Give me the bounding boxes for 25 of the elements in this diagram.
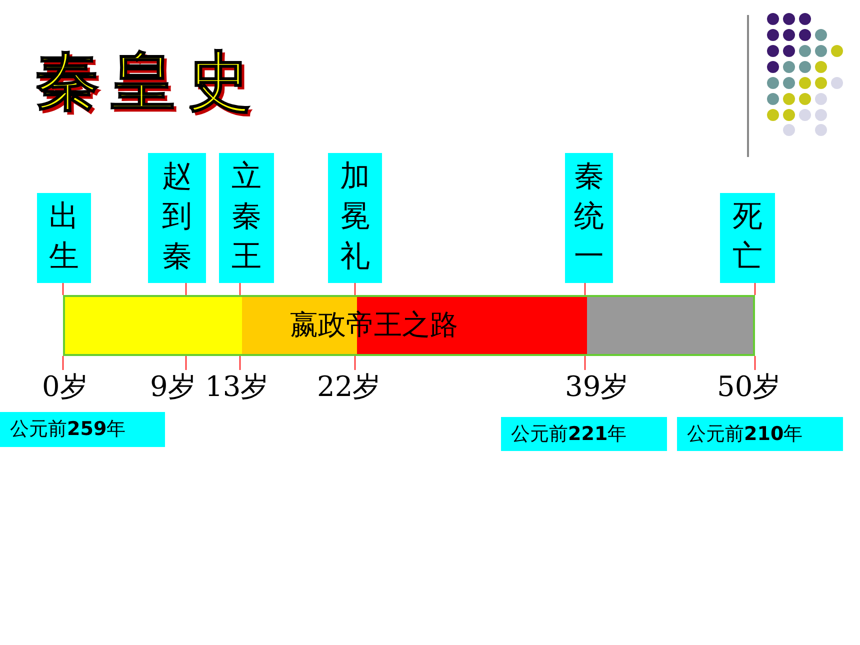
year-label: 公元前221年 bbox=[501, 417, 667, 451]
event-label: 出生 bbox=[37, 193, 91, 283]
title: 秦皇史 bbox=[35, 44, 264, 121]
event-label: 立秦王 bbox=[219, 153, 274, 283]
age-label: 39岁 bbox=[565, 370, 629, 404]
tick-line bbox=[754, 356, 756, 370]
event-label: 加冕礼 bbox=[328, 153, 382, 283]
tick-line bbox=[62, 356, 64, 370]
timeline-bar bbox=[63, 295, 755, 356]
age-label: 0岁 bbox=[42, 370, 88, 404]
age-label: 13岁 bbox=[205, 370, 269, 404]
year-label: 公元前259年 bbox=[0, 412, 165, 447]
tick-line bbox=[754, 282, 756, 296]
tick-line bbox=[354, 282, 356, 296]
age-label: 9岁 bbox=[150, 370, 196, 404]
event-label: 死亡 bbox=[720, 193, 775, 283]
event-label: 秦统一 bbox=[565, 153, 613, 283]
age-label: 22岁 bbox=[317, 370, 381, 404]
year-label: 公元前210年 bbox=[677, 417, 843, 451]
tick-line bbox=[354, 356, 356, 370]
tick-line bbox=[584, 282, 586, 296]
tick-line bbox=[584, 356, 586, 370]
tick-line bbox=[62, 282, 64, 296]
age-label: 50岁 bbox=[717, 370, 781, 404]
event-label: 赵到秦 bbox=[148, 153, 206, 283]
